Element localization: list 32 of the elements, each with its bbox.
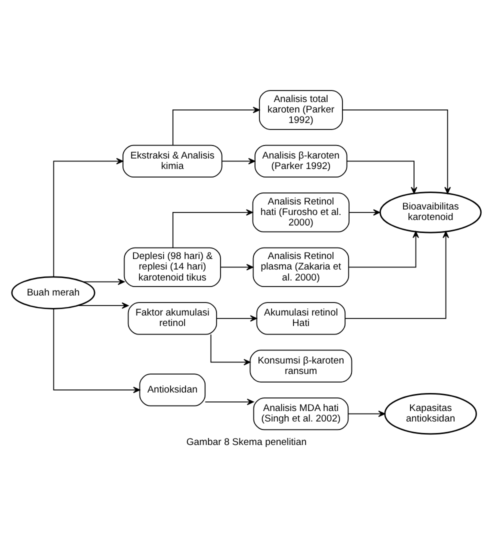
arrow — [348, 231, 420, 268]
arrow — [346, 160, 418, 194]
arrow — [216, 315, 258, 322]
arrow — [82, 278, 125, 285]
arrow — [172, 209, 253, 248]
node-box: Konsumsi β-karoten ransum — [250, 350, 352, 382]
node-box: Analisis β-karoten (Parker 1992) — [254, 144, 348, 178]
node-box: Ekstraksi & Analisis kimia — [122, 144, 222, 178]
arrow — [344, 231, 450, 319]
node-box: Analisis Retinol hati (Furosho et al. 2000) — [252, 192, 350, 232]
node-box: Analisis total karoten (Parker 1992) — [258, 90, 343, 130]
node-ellipse: Buah merah — [11, 276, 96, 310]
node-box: Faktor akumulasi retinol — [128, 302, 218, 335]
arrow — [348, 209, 380, 216]
arrow — [210, 334, 251, 366]
arrow — [348, 410, 386, 418]
node-box: Akumulasi retinol Hati — [256, 302, 346, 335]
arrow — [172, 106, 260, 146]
node-box: Deplesi (98 hari) & replesi (14 hari) karotenoid tikus — [124, 247, 221, 288]
node-box: Antioksidan — [139, 374, 206, 406]
arrow — [222, 158, 256, 164]
arrow — [204, 398, 254, 406]
arrow — [78, 302, 129, 309]
arrow — [220, 264, 254, 270]
node-box: Analisis MDA hati (Singh et al. 2002) — [253, 397, 349, 430]
arrow — [53, 158, 124, 278]
node-box: Analisis Retinol plasma (Zakaria et al. 2000) — [252, 247, 350, 288]
arrow — [342, 110, 451, 194]
node-ellipse: Kapasitas antioksidan — [384, 393, 477, 435]
node-ellipse: Bioavaibilitas karotenoid — [380, 192, 482, 234]
arrow — [53, 308, 140, 394]
caption: Gambar 8 Skema penelitian — [186, 437, 307, 448]
